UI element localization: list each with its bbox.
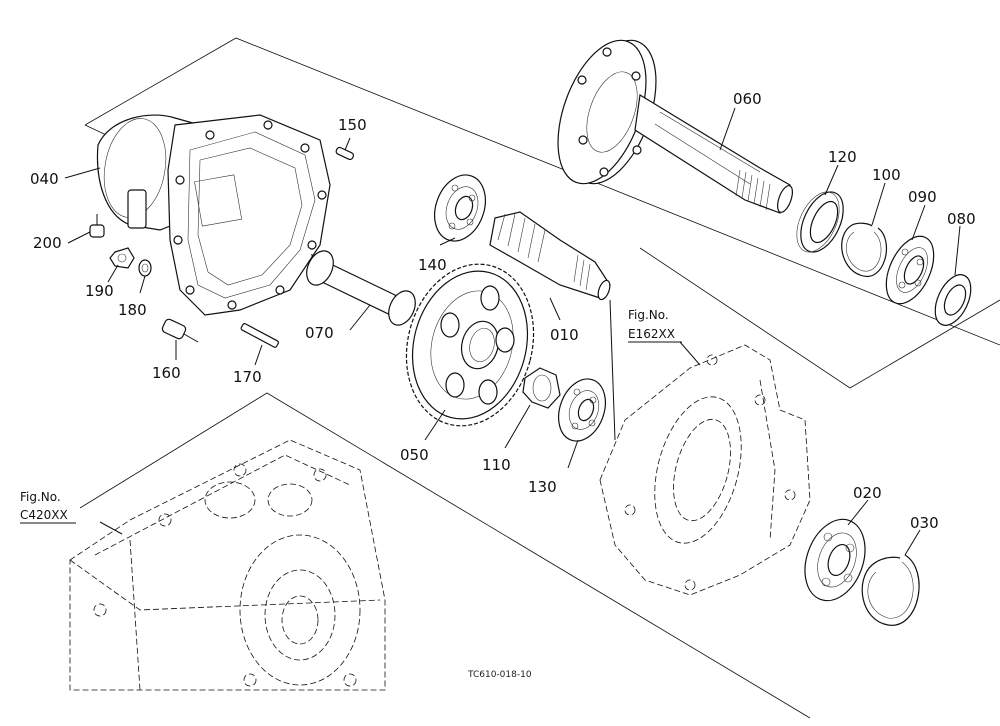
pin-150: [335, 146, 355, 161]
bolt-200: [89, 214, 105, 238]
washer-180: [138, 259, 152, 277]
label-080: 080: [947, 210, 976, 228]
stud-bolt-170: [240, 323, 279, 348]
flange-shaft-060: [557, 39, 793, 214]
fig-ref-heading: Fig.No.: [20, 490, 61, 504]
label-040: 040: [30, 170, 59, 188]
label-200: 200: [33, 234, 62, 252]
fig-ref-number: C420XX: [20, 508, 68, 522]
drawing-code: TC610-018-10: [467, 670, 532, 680]
gear-case-cover-040: [96, 114, 331, 316]
label-160: 160: [152, 364, 181, 382]
ball-bearing-090: [885, 235, 935, 305]
label-020: 020: [853, 484, 882, 502]
label-010: 010: [550, 326, 579, 344]
label-050: 050: [400, 446, 429, 464]
label-180: 180: [118, 301, 147, 319]
label-070: 070: [305, 324, 334, 342]
label-090: 090: [908, 188, 937, 206]
fig-ref-number: E162XX: [628, 327, 675, 341]
oil-seal-120: [796, 191, 844, 253]
snap-ring-030: [861, 554, 920, 626]
pinion-shaft-010: [489, 211, 611, 301]
snap-ring-100: [841, 222, 887, 278]
leader-lines: [64, 107, 961, 556]
label-150: 150: [338, 116, 367, 134]
figure-reference-c420xx[interactable]: Fig.No. C420XX: [20, 490, 76, 524]
ball-bearing-130: [558, 378, 606, 442]
lower-frame-outline: [79, 392, 811, 719]
nut-190: [109, 247, 135, 269]
lock-nut-110: [522, 367, 561, 409]
fig-ref-heading: Fig.No.: [628, 308, 669, 322]
ball-bearing-140: [434, 174, 486, 242]
housing-reference-e162xx: [599, 344, 811, 596]
collar-070: [306, 250, 416, 326]
label-120: 120: [828, 148, 857, 166]
label-190: 190: [85, 282, 114, 300]
transmission-case-reference-c420xx: [69, 439, 386, 691]
figure-reference-e162xx[interactable]: Fig.No. E162XX: [628, 308, 682, 343]
label-170: 170: [233, 368, 262, 386]
label-110: 110: [482, 456, 511, 474]
label-140: 140: [418, 256, 447, 274]
collar-080: [934, 274, 972, 326]
label-030: 030: [910, 514, 939, 532]
label-060: 060: [733, 90, 762, 108]
part-number-labels: 040 150 200 190 180 160 170 070 140 010 …: [30, 90, 976, 532]
spur-gear-050: [405, 263, 535, 427]
label-100b: 100: [872, 166, 901, 184]
bolt-160: [161, 318, 199, 343]
ball-bearing-020: [804, 518, 866, 602]
label-130: 130: [528, 478, 557, 496]
